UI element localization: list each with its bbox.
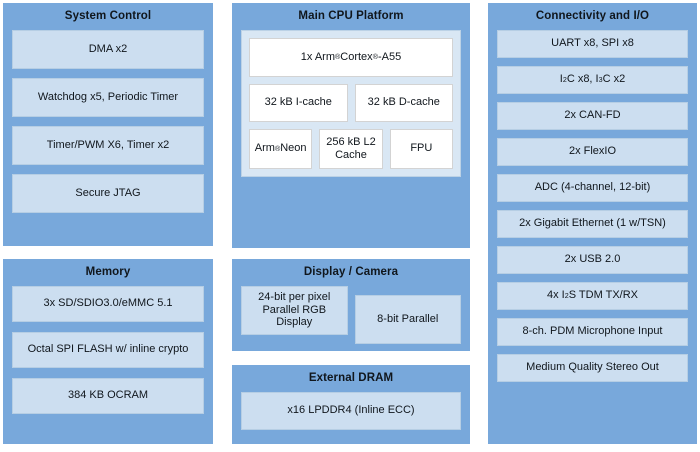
block-watchdog-periodic-timer: Watchdog x5, Periodic Timer	[12, 77, 204, 117]
block-cortex-a55: 1x Arm ® Cortex®-A55	[249, 37, 453, 77]
display-camera-row: 24-bit per pixel Parallel RGB Display 8-…	[241, 285, 461, 344]
cpu-row-neon-l2-fpu: Arm® Neon 256 kB L2 Cache FPU	[249, 128, 453, 169]
panel-display-camera: Display / Camera 24-bit per pixel Parall…	[232, 259, 470, 351]
i2s-p2: S TDM TX/RX	[568, 289, 638, 302]
block-secure-jtag: Secure JTAG	[12, 173, 204, 213]
block-can-fd: 2x CAN-FD	[497, 101, 688, 130]
cpu-row-core: 1x Arm ® Cortex®-A55	[249, 37, 453, 77]
block-usb: 2x USB 2.0	[497, 245, 688, 274]
panel-system-control: System Control DMA x2 Watchdog x5, Perio…	[3, 3, 213, 246]
block-gigabit-ethernet: 2x Gigabit Ethernet (1 w/TSN)	[497, 209, 688, 238]
block-adc: ADC (4-channel, 12-bit)	[497, 173, 688, 202]
block-stereo-out: Medium Quality Stereo Out	[497, 353, 688, 382]
arm-neon-prefix: Arm	[254, 142, 275, 155]
block-pdm-microphone: 8-ch. PDM Microphone Input	[497, 317, 688, 346]
arm-neon-suffix: Neon	[280, 142, 307, 155]
block-d-cache: 32 kB D-cache	[354, 83, 453, 122]
block-ocram: 384 KB OCRAM	[12, 377, 204, 414]
block-i-cache: 32 kB I-cache	[249, 83, 348, 122]
block-arm-neon: Arm® Neon	[249, 128, 313, 169]
block-lpddr4: x16 LPDDR4 (Inline ECC)	[241, 391, 461, 430]
i2c-p2: C x8, I	[566, 73, 599, 86]
block-uart-spi: UART x8, SPI x8	[497, 29, 688, 58]
block-sd-sdio-emmc: 3x SD/SDIO3.0/eMMC 5.1	[12, 285, 204, 322]
panel-main-cpu-platform: Main CPU Platform 1x Arm ® Cortex®-A55 3…	[232, 3, 470, 248]
cortex-a55-suffix: -A55	[377, 50, 402, 63]
panel-body-memory: 3x SD/SDIO3.0/eMMC 5.1 Octal SPI FLASH w…	[3, 285, 213, 423]
panel-body-system-control: DMA x2 Watchdog x5, Periodic Timer Timer…	[3, 29, 213, 222]
panel-title-main-cpu: Main CPU Platform	[298, 10, 404, 22]
i2c-p3: C x2	[602, 73, 626, 86]
panel-body-external-dram: x16 LPDDR4 (Inline ECC)	[232, 391, 470, 439]
panel-body-display-camera: 24-bit per pixel Parallel RGB Display 8-…	[232, 285, 470, 353]
panel-title-connectivity: Connectivity and I/O	[535, 10, 650, 22]
block-flexio: 2x FlexIO	[497, 137, 688, 166]
panel-title-external-dram: External DRAM	[308, 372, 394, 384]
block-rgb-display: 24-bit per pixel Parallel RGB Display	[241, 285, 348, 335]
block-timer-pwm: Timer/PWM X6, Timer x2	[12, 125, 204, 165]
panel-title-display-camera: Display / Camera	[303, 266, 399, 278]
block-dma: DMA x2	[12, 29, 204, 69]
cortex-a55-prefix: 1x Arm	[300, 50, 336, 63]
block-8bit-parallel: 8-bit Parallel	[354, 294, 461, 344]
cpu-row-l1-cache: 32 kB I-cache 32 kB D-cache	[249, 83, 453, 122]
block-octal-spi-flash: Octal SPI FLASH w/ inline crypto	[12, 331, 204, 368]
panel-title-system-control: System Control	[64, 10, 152, 22]
i2c-p1: I	[559, 73, 563, 86]
block-fpu: FPU	[389, 128, 453, 169]
block-l2-cache: 256 kB L2 Cache	[319, 128, 383, 169]
cpu-core-complex: 1x Arm ® Cortex®-A55 32 kB I-cache 32 kB…	[241, 29, 461, 177]
panel-external-dram: External DRAM x16 LPDDR4 (Inline ECC)	[232, 365, 470, 444]
panel-title-memory: Memory	[85, 266, 131, 278]
panel-memory: Memory 3x SD/SDIO3.0/eMMC 5.1 Octal SPI …	[3, 259, 213, 444]
i2s-p1: 4x I	[547, 289, 565, 302]
cortex-a55-mid: Cortex	[340, 50, 373, 63]
